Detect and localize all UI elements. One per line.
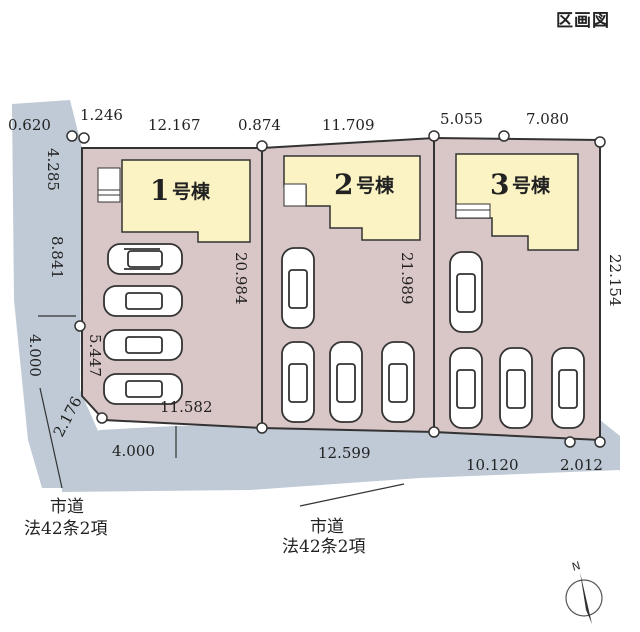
car-2b: [281, 341, 315, 423]
road-left: [12, 100, 108, 488]
parking-lot-2: [281, 247, 415, 423]
dim-10120: 10.120: [466, 456, 519, 474]
dim-4285: 4.285: [44, 148, 62, 191]
dim-4000a: 4.000: [26, 334, 44, 377]
car-3b: [449, 347, 483, 429]
car-1c: [103, 329, 183, 361]
dim-2012: 2.012: [560, 456, 603, 474]
road-left-name: 市道: [50, 497, 84, 517]
dim-20984: 20.984: [232, 252, 250, 305]
dim-12599: 12.599: [318, 444, 371, 462]
car-2d: [381, 341, 415, 423]
lot-3-suffix: 号棟: [512, 174, 551, 197]
building-2-entry: [283, 183, 307, 207]
car-1b: [103, 285, 183, 317]
compass-icon: N: [565, 559, 603, 624]
car-3d: [551, 347, 585, 429]
dim-11582: 11.582: [160, 398, 213, 416]
dimension-labels: 0.620 1.246 12.167 0.874 11.709 5.055 7.…: [8, 106, 624, 474]
compass-north: N: [571, 559, 582, 574]
boundary-markers: [66, 130, 606, 448]
building-1-entry: [97, 167, 121, 203]
dim-5447: 5.447: [86, 334, 104, 377]
building-3-entry: [455, 203, 491, 219]
dim-1246: 1.246: [80, 106, 123, 124]
dim-8841: 8.841: [48, 236, 66, 279]
dim-0874: 0.874: [238, 116, 281, 134]
lot-3-number: 3: [490, 168, 509, 201]
car-1d: [103, 373, 183, 405]
road-left-law: 法42条2項: [24, 519, 107, 539]
dim-7080: 7.080: [526, 110, 569, 128]
lot-1-suffix: 号棟: [172, 180, 211, 203]
dim-11709: 11.709: [322, 116, 375, 134]
dim-22154: 22.154: [606, 254, 624, 307]
dim-4000b: 4.000: [112, 442, 155, 460]
building-1: [121, 159, 251, 243]
lot-2-suffix: 号棟: [356, 174, 395, 197]
car-2c: [329, 341, 363, 423]
road-bottom-name: 市道: [310, 517, 344, 537]
dim-12167: 12.167: [148, 116, 201, 134]
road-bottom: [60, 420, 620, 492]
car-3a: [449, 251, 483, 333]
car-3c: [499, 347, 533, 429]
page-title: 区画図: [556, 11, 610, 31]
dim-5055: 5.055: [440, 110, 483, 128]
car-2a: [281, 247, 315, 329]
lot-1-number: 1: [150, 174, 169, 207]
road-bottom-law: 法42条2項: [282, 537, 365, 557]
parking-lot-1: [103, 243, 183, 405]
dim-0620: 0.620: [8, 116, 51, 134]
dim-21989: 21.989: [398, 252, 416, 305]
parking-lot-3: [449, 251, 585, 429]
lot-2-number: 2: [334, 168, 353, 201]
car-1a: [107, 243, 183, 275]
